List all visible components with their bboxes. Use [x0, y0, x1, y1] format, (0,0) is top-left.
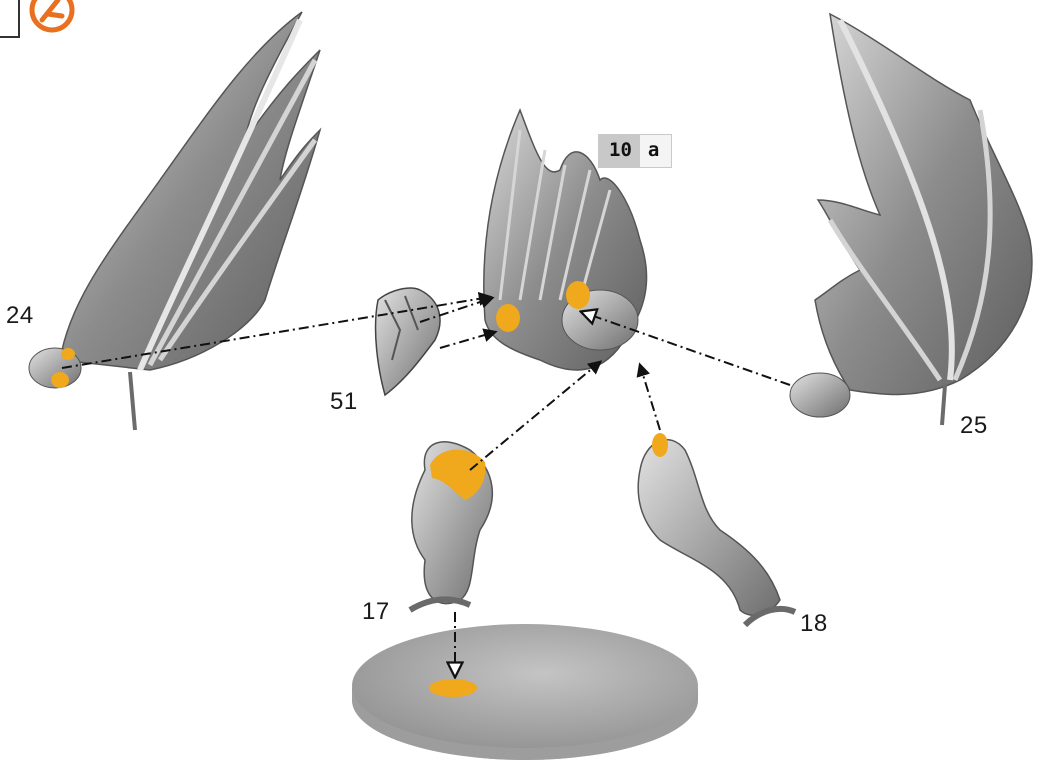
glue-point-torso-left	[496, 304, 520, 332]
glue-point-left-wing	[51, 372, 69, 388]
glue-point-right-leg	[652, 433, 668, 457]
arrow-left-leg	[470, 362, 600, 470]
step-sub: a	[640, 135, 671, 167]
glue-point-torso-right	[566, 281, 590, 309]
part-label-left-wing: 24	[6, 302, 34, 330]
head-part	[376, 288, 440, 395]
left-wing-part	[29, 12, 320, 430]
part-label-left-leg: 17	[362, 598, 390, 626]
glue-point-base	[429, 679, 477, 697]
part-label-head: 51	[330, 388, 358, 416]
base-part	[352, 624, 698, 760]
step-badge: 10 a	[598, 134, 672, 168]
part-label-right-wing: 25	[960, 412, 988, 440]
right-leg-part	[638, 433, 795, 625]
arrow-head-lower	[440, 332, 495, 348]
step-number: 10	[599, 135, 640, 167]
arrow-right-leg	[640, 365, 660, 430]
part-label-right-leg: 18	[800, 610, 828, 638]
left-leg-part	[410, 442, 492, 610]
right-wing-part	[790, 14, 1032, 425]
